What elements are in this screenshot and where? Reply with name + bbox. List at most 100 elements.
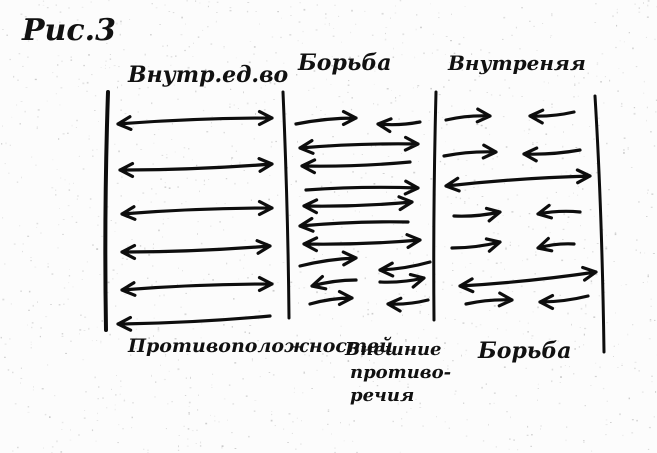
paper-speck [78, 155, 80, 157]
paper-speck [418, 146, 420, 149]
paper-speck [566, 426, 568, 428]
paper-speck [31, 322, 34, 324]
paper-speck [68, 282, 70, 284]
paper-speck [495, 262, 498, 264]
paper-speck [195, 0, 197, 3]
paper-speck [59, 104, 61, 106]
arrow [378, 273, 426, 289]
paper-speck [183, 147, 186, 149]
paper-speck [649, 320, 652, 322]
paper-speck [603, 102, 605, 104]
paper-speck [239, 161, 241, 163]
paper-speck [182, 270, 183, 272]
paper-speck [151, 376, 152, 377]
paper-speck [635, 66, 638, 68]
paper-speck [439, 160, 442, 163]
paper-speck [501, 65, 502, 67]
paper-speck [650, 131, 652, 133]
paper-speck [492, 158, 494, 160]
paper-speck [32, 304, 34, 307]
paper-speck [207, 5, 209, 8]
paper-speck [260, 87, 262, 89]
paper-speck [554, 126, 556, 128]
paper-speck [159, 24, 161, 25]
paper-speck [333, 296, 335, 298]
paper-speck [68, 275, 71, 277]
paper-speck [62, 133, 65, 135]
paper-speck [181, 16, 183, 19]
paper-speck [327, 409, 330, 411]
paper-speck [528, 128, 531, 131]
paper-speck [399, 95, 401, 97]
paper-speck [151, 102, 153, 105]
paper-speck [521, 96, 523, 97]
paper-speck [444, 246, 446, 248]
paper-speck [426, 254, 428, 256]
paper-speck [81, 6, 84, 8]
paper-speck [589, 126, 591, 127]
paper-speck [188, 412, 190, 414]
paper-speck [432, 33, 434, 35]
paper-speck [352, 171, 354, 173]
paper-speck [237, 108, 239, 109]
paper-speck [28, 309, 30, 311]
paper-speck [201, 322, 203, 325]
paper-speck [396, 332, 398, 335]
paper-speck [551, 368, 554, 371]
paper-speck [187, 69, 189, 71]
paper-speck [340, 422, 341, 424]
paper-speck [409, 252, 411, 255]
paper-speck [229, 7, 232, 9]
paper-speck [265, 357, 267, 359]
paper-speck [455, 196, 457, 199]
paper-speck [591, 172, 593, 174]
paper-speck [466, 419, 468, 421]
paper-speck [191, 430, 194, 432]
paper-speck [425, 283, 427, 286]
paper-speck [4, 356, 6, 358]
paper-speck [41, 28, 43, 30]
paper-speck [22, 243, 24, 245]
paper-speck [71, 124, 73, 127]
paper-speck [623, 137, 626, 139]
paper-speck [96, 326, 98, 328]
paper-speck [109, 58, 112, 60]
paper-speck [160, 364, 161, 366]
paper-speck [216, 12, 218, 13]
paper-speck [52, 159, 54, 161]
paper-speck [40, 327, 42, 329]
paper-speck [132, 402, 134, 404]
paper-speck [147, 353, 150, 355]
paper-speck [370, 69, 372, 71]
paper-speck [326, 78, 327, 81]
paper-speck [321, 360, 323, 362]
paper-speck [67, 132, 69, 134]
paper-speck [18, 53, 21, 55]
paper-speck [298, 21, 301, 23]
paper-speck [356, 256, 358, 258]
paper-speck [135, 328, 137, 330]
paper-speck [559, 382, 561, 383]
paper-speck [263, 109, 266, 111]
paper-speck [447, 372, 449, 374]
paper-speck [530, 167, 533, 169]
paper-speck [373, 103, 375, 105]
paper-speck [406, 411, 408, 413]
paper-speck [82, 82, 85, 85]
paper-speck [96, 340, 98, 341]
paper-speck [606, 234, 607, 237]
paper-speck [181, 203, 183, 205]
paper-speck [595, 273, 598, 276]
paper-speck [77, 195, 79, 197]
paper-speck [324, 297, 326, 299]
paper-speck [465, 349, 468, 352]
paper-speck [502, 215, 504, 216]
arrow [522, 146, 582, 163]
paper-speck [61, 333, 64, 335]
paper-speck [567, 216, 570, 218]
paper-speck [584, 327, 587, 330]
paper-speck [654, 38, 656, 41]
paper-speck [331, 64, 334, 67]
